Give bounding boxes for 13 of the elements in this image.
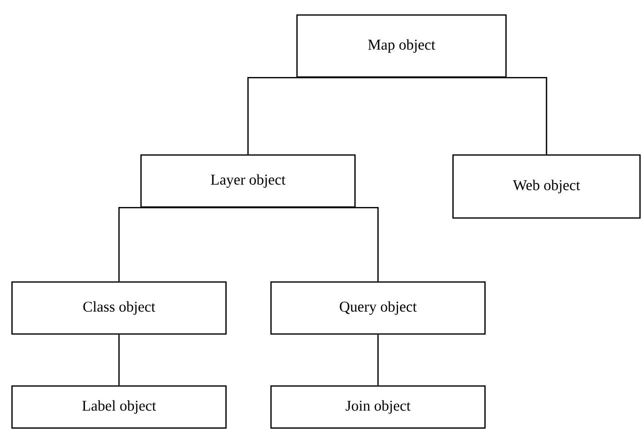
connector-line [118,207,248,282]
object-box: Query object [270,281,486,335]
object-box: Map object [296,14,507,78]
object-box: Class object [11,281,227,335]
connector-line [118,334,120,386]
connector-line [402,77,548,154]
connector-line [377,334,379,386]
object-box: Layer object [140,154,356,208]
connector-line [248,207,379,282]
object-box: Web object [452,154,641,219]
object-box: Label object [11,385,227,429]
connector-line [247,77,402,154]
object-box: Join object [270,385,486,429]
